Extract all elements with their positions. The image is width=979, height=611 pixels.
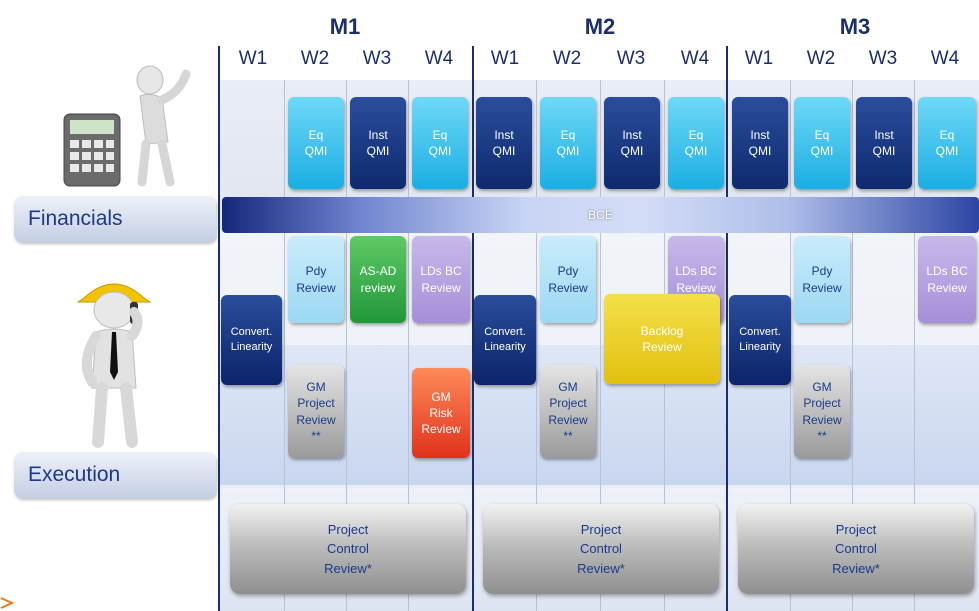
week-header: W2	[552, 48, 582, 69]
convert-linearity-box: Convert.Linearity	[221, 295, 282, 385]
bce-bar: BCE	[222, 197, 979, 233]
week-gridline	[852, 80, 853, 611]
week-gridline	[408, 80, 409, 611]
engineer-phone-figure-icon	[76, 283, 152, 448]
week-header: W4	[424, 48, 454, 69]
week-header: W4	[680, 48, 710, 69]
week-gridline	[284, 80, 285, 611]
week-header: W1	[238, 48, 268, 69]
convert-linearity-box: Convert.Linearity	[474, 295, 536, 385]
week-gridline	[536, 80, 537, 611]
convert-linearity-box: Convert.Linearity	[729, 295, 791, 385]
week-header: W1	[490, 48, 520, 69]
week-header: W3	[616, 48, 646, 69]
week-header: W2	[806, 48, 836, 69]
month-header-m3: M3	[839, 14, 871, 39]
week-header: W2	[300, 48, 330, 69]
week-header: W1	[744, 48, 774, 69]
section-label-financials: Financials	[14, 196, 216, 242]
week-gridline	[346, 80, 347, 611]
section-label-execution: Execution	[14, 452, 216, 498]
month-separator	[218, 46, 220, 611]
month-header-m2: M2	[584, 14, 616, 39]
week-gridline	[914, 80, 915, 611]
month-separator	[726, 46, 728, 611]
month-header-m1: M1	[329, 14, 361, 39]
week-header: W3	[362, 48, 392, 69]
week-header: W3	[868, 48, 898, 69]
week-gridline	[600, 80, 601, 611]
accountant-figure-icon	[63, 65, 191, 187]
month-separator	[472, 46, 474, 611]
corner-arrow-icon	[0, 597, 15, 609]
week-header: W4	[930, 48, 960, 69]
